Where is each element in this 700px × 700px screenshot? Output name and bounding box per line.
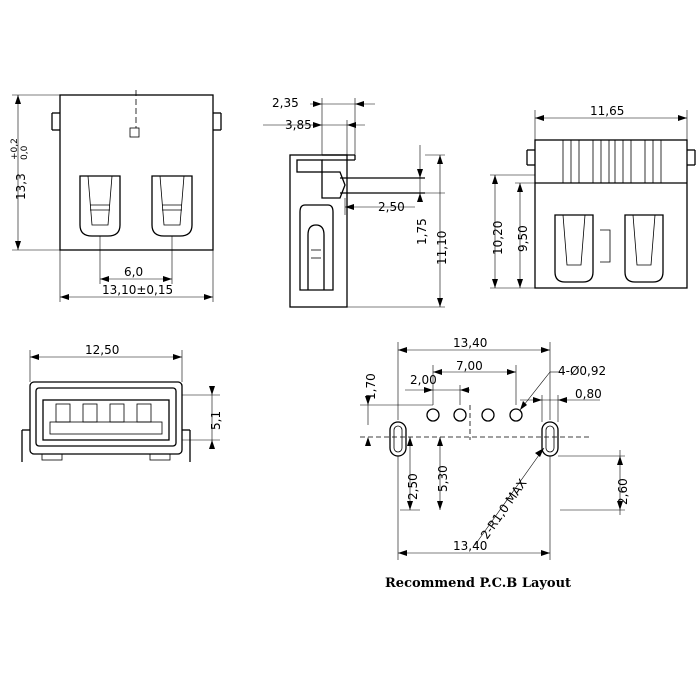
front-height-tol-upper: +0,2 [10, 138, 20, 160]
front-height-label: 13,3 [14, 173, 28, 200]
side-view: 2,35 3,85 2,50 1,75 11,10 [263, 96, 449, 308]
top-contact-fingers [55, 403, 152, 423]
top-height-label: 5,1 [209, 411, 223, 430]
pcb-radius-note-label: 2-R1,0 MAX [478, 476, 530, 541]
rear-contact-row [562, 139, 662, 184]
pcb-slot-width-label: 0,80 [575, 387, 602, 401]
pcb-layout: 13,40 7,00 2,00 4-Ø0,92 [360, 336, 630, 591]
front-terminal-right [151, 175, 193, 237]
pcb-pin-holes [426, 408, 523, 422]
pcb-pin-pitch-label: 2,00 [410, 373, 437, 387]
pcb-slot-left [389, 421, 407, 457]
rear-body-outline [534, 139, 688, 289]
front-body-outline [59, 94, 214, 251]
front-center-mark [129, 127, 140, 138]
rear-width-label: 11,65 [590, 104, 624, 118]
front-width-label: 13,10±0,15 [102, 283, 173, 297]
top-body-outline [29, 381, 183, 455]
pcb-hole-spec-label: 4-Ø0,92 [558, 364, 606, 378]
side-dim-e-label: 11,10 [435, 231, 449, 265]
rear-height-outer-label: 10,20 [491, 221, 505, 255]
pcb-offset-a-label: 2,50 [406, 473, 420, 500]
rear-height-inner-label: 9,50 [516, 225, 530, 252]
pcb-offset-right-label: 2,60 [616, 478, 630, 505]
rear-view: 11,65 10,20 9,50 [490, 104, 696, 289]
front-view: 13,3 +0,2 0,0 6,0 13,10±0,15 [10, 90, 222, 302]
pcb-offset-top-label: 1,70 [364, 373, 378, 400]
front-height-tol-lower: 0,0 [20, 145, 30, 160]
pcb-slot-right [541, 421, 559, 457]
top-width-label: 12,50 [85, 343, 119, 357]
side-dim-a-label: 2,35 [272, 96, 299, 110]
pcb-overall-width-bottom-label: 13,40 [453, 539, 487, 553]
pcb-offset-b-label: 5,30 [436, 465, 450, 492]
side-dim-b-label: 3,85 [285, 118, 312, 132]
top-view: 12,50 5,1 [21, 343, 223, 462]
pcb-pin-span-label: 7,00 [456, 359, 483, 373]
pcb-caption: Recommend P.C.B Layout [385, 576, 571, 591]
side-dim-c-label: 2,50 [378, 200, 405, 214]
front-terminal-left [79, 175, 121, 237]
side-body-outline [289, 154, 348, 308]
rear-terminal-right [624, 214, 664, 283]
pcb-overall-width-top-label: 13,40 [453, 336, 487, 350]
front-pin-spacing-label: 6,0 [124, 265, 143, 279]
rear-terminal-left [554, 214, 594, 283]
side-dim-d-label: 1,75 [415, 218, 429, 245]
